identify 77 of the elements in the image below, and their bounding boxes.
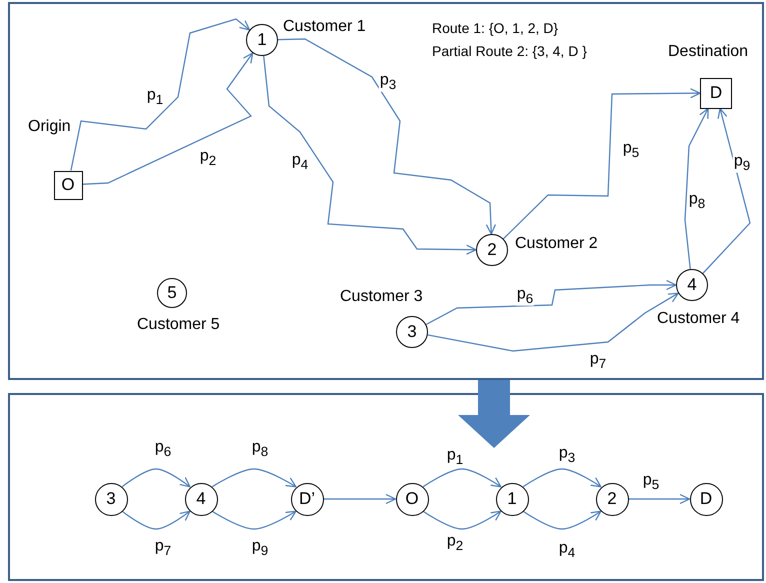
node-label: 2	[487, 240, 497, 260]
route-note: Route 1: {O, 1, 2, D}	[432, 20, 558, 36]
arrow	[422, 510, 502, 530]
circle-node	[676, 269, 708, 301]
edge-label: p$_{4}$	[290, 152, 310, 172]
node-label: O	[61, 175, 75, 195]
arrow	[422, 468, 502, 488]
circle-node	[94, 482, 128, 516]
arrow	[82, 52, 254, 185]
node-label: 4	[687, 275, 697, 295]
node-label: 5	[167, 283, 177, 303]
edge-label: p$_{1}$	[146, 88, 164, 106]
arrow	[628, 494, 690, 504]
arrow	[278, 38, 496, 235]
edge-label: p$_{4}$	[558, 540, 576, 560]
arrow	[122, 510, 190, 530]
edge-label: p$_{5}$	[622, 140, 640, 160]
node-label: 1	[257, 30, 267, 50]
square-node	[54, 170, 82, 200]
edge-label: p$_{6}$	[154, 440, 172, 458]
circle-node	[396, 482, 428, 516]
arrow	[522, 468, 602, 488]
node-label: 4	[196, 489, 206, 509]
node-label: 1	[507, 489, 517, 509]
edge-label: p$_{3}$	[558, 446, 576, 464]
circle-node	[396, 316, 428, 348]
node-caption: Origin	[28, 118, 71, 136]
arrow	[428, 292, 679, 352]
arrow	[702, 108, 751, 274]
route-note: Partial Route 2: {3, 4, D }	[432, 43, 587, 59]
node-caption: Customer 1	[283, 18, 366, 36]
edge-label: p$_{3}$	[378, 72, 398, 92]
edge-label: p$_{5}$	[642, 472, 660, 492]
edge-label: p$_{2}$	[446, 534, 464, 552]
edge-label: p$_{8}$	[688, 192, 706, 210]
node-caption: Customer 2	[515, 235, 598, 253]
edge-label: p$_{2}$	[198, 148, 218, 168]
edge-label: p$_{9}$	[732, 154, 752, 172]
circle-node	[246, 24, 278, 56]
node-label: 3	[407, 322, 417, 342]
block-arrow	[458, 380, 530, 448]
node-caption: Customer 4	[657, 310, 740, 328]
arrow	[426, 280, 677, 325]
circle-node	[290, 482, 324, 516]
edge-label: p$_{9}$	[250, 538, 270, 558]
arrow	[263, 56, 477, 255]
edge-label: p$_{7}$	[588, 352, 608, 370]
circle-node	[476, 234, 508, 266]
edge-label: p$_{1}$	[446, 448, 464, 466]
circle-node	[690, 482, 722, 516]
circle-node	[496, 482, 528, 516]
circle-node	[184, 482, 218, 516]
node-label: O	[405, 489, 419, 509]
circle-node	[157, 278, 187, 308]
node-label: 2	[607, 489, 617, 509]
node-label: D	[710, 83, 722, 103]
node-label: D’	[298, 489, 316, 509]
panel	[8, 393, 764, 581]
edge-label: p$_{6}$	[516, 286, 534, 306]
arrow	[684, 108, 709, 270]
node-caption: Customer 5	[137, 316, 220, 334]
circle-node	[596, 482, 628, 516]
panel	[8, 2, 764, 380]
arrow	[503, 88, 701, 240]
node-caption: Destination	[668, 43, 748, 61]
arrow	[324, 494, 396, 504]
node-label: 3	[106, 489, 116, 509]
edge-label: p$_{7}$	[154, 538, 172, 558]
arrow	[212, 510, 296, 530]
arrow	[122, 468, 190, 488]
square-node	[700, 78, 732, 108]
edge-label: p$_{8}$	[250, 440, 270, 458]
arrow	[522, 510, 602, 530]
arrow	[70, 18, 250, 171]
arrow	[212, 468, 296, 488]
node-label: D	[700, 489, 712, 509]
node-caption: Customer 3	[340, 288, 423, 306]
